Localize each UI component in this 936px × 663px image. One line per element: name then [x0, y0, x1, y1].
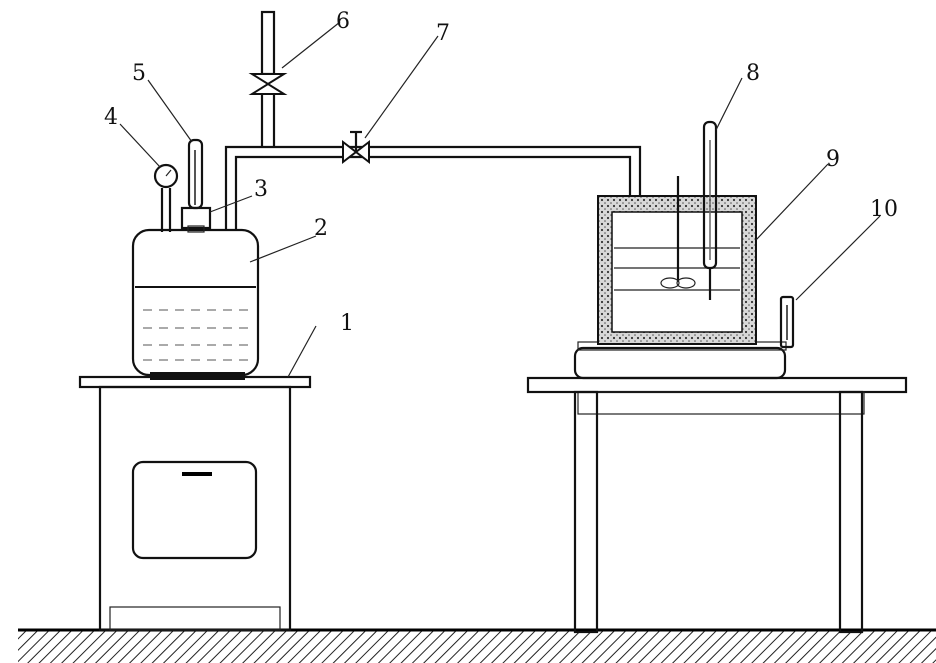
vessel-thermometer [187, 138, 204, 210]
pipe-valve [342, 130, 370, 165]
label-6: 6 [336, 9, 350, 34]
pressure-vessel [131, 228, 260, 380]
pressure-gauge [153, 163, 179, 232]
label-1: 1 [340, 311, 354, 336]
vessel-fitting [180, 206, 212, 233]
label-10: 10 [870, 197, 898, 222]
leader-lines [119, 21, 881, 378]
part-labels: 1 2 3 4 5 6 7 8 9 10 [104, 9, 898, 336]
cabinet-stand [78, 375, 312, 632]
label-9: 9 [826, 147, 840, 172]
label-7: 7 [436, 21, 450, 46]
label-2: 2 [314, 216, 328, 241]
label-5: 5 [132, 61, 146, 86]
label-8: 8 [746, 61, 760, 86]
main-pipe [224, 145, 648, 291]
insulated-bath [597, 176, 757, 345]
vent-pipe [260, 10, 276, 147]
sensor-probe [779, 295, 795, 349]
label-4: 4 [104, 105, 118, 130]
balance-platform [573, 341, 787, 380]
work-table [526, 376, 908, 634]
bath-thermometer [702, 120, 718, 300]
label-3: 3 [254, 177, 268, 202]
floor [18, 628, 936, 663]
vent-valve [248, 73, 288, 95]
